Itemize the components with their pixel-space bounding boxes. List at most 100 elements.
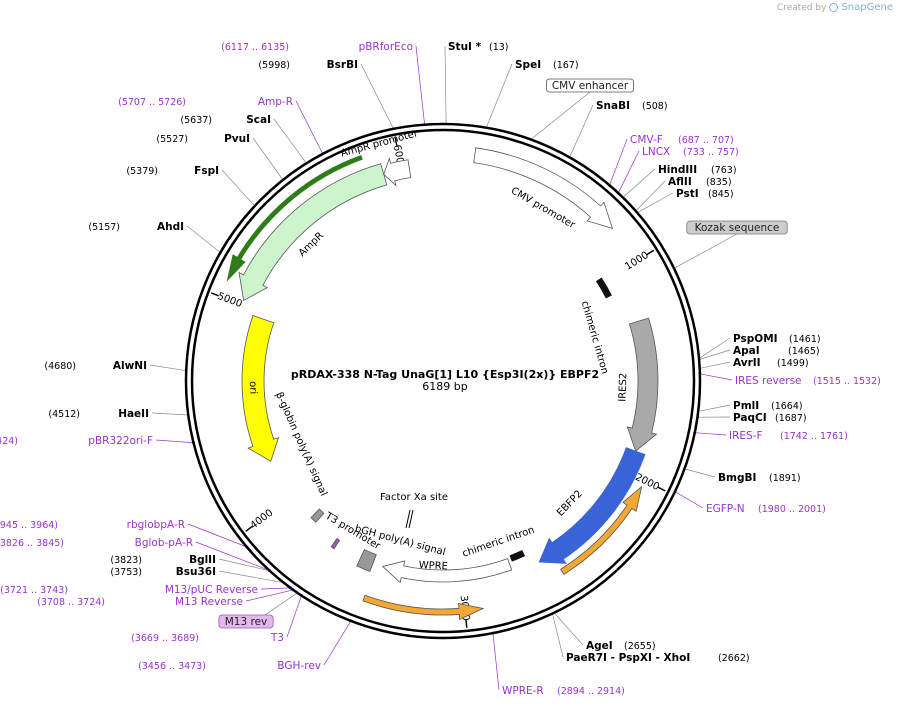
snapgene-logo-icon [829, 3, 838, 12]
feature-arc [627, 318, 658, 451]
site-position: (3753) [110, 567, 142, 578]
leader-line [493, 633, 499, 690]
leader-line [416, 46, 425, 125]
primer-name: LNCX [642, 146, 670, 158]
primer-range: (3826 .. 3845) [0, 538, 64, 549]
feature-arc [331, 539, 339, 549]
site-name: ApaI [733, 345, 760, 357]
leader-line [531, 92, 590, 139]
site-name: ScaI [246, 114, 271, 126]
leader-line [698, 405, 730, 411]
site-name: AlwNI [113, 360, 147, 372]
leader-line [287, 596, 302, 637]
primer-name: IRES-F [729, 430, 763, 442]
site-position: (1891) [769, 473, 801, 484]
tick-mark [658, 487, 665, 491]
leader-line [700, 374, 732, 380]
primer-range: (3456 .. 3473) [138, 661, 206, 672]
feature-arc [596, 278, 611, 298]
primer-range: (1515 .. 1532) [813, 376, 881, 387]
site-name: AgeI [586, 640, 613, 652]
primer-name: CMV-F [630, 134, 663, 146]
leader-line [253, 138, 283, 180]
leader-line [156, 440, 194, 443]
site-name: PmlI [733, 400, 759, 412]
site-position: (845) [708, 189, 734, 200]
site-position: (1687) [775, 413, 807, 424]
primer-name: BGH-rev [277, 660, 321, 672]
site-position: (1499) [777, 358, 809, 369]
leader-line [685, 469, 715, 477]
tick-label: 4000 [248, 507, 275, 531]
site-name: HaeII [118, 408, 149, 420]
leader-line [554, 613, 583, 645]
primer-name: EGFP-N [706, 503, 745, 515]
primer-range: (3945 .. 3964) [0, 520, 58, 531]
tick-label: 5000 [216, 291, 244, 310]
leader-line [570, 105, 593, 157]
primer-range: (6117 .. 6135) [221, 42, 289, 53]
feature-arc [384, 158, 411, 185]
leader-line [618, 151, 639, 193]
leader-line [296, 101, 323, 154]
leader-line [675, 492, 703, 508]
primer-name: Bglob-pA-R [135, 537, 193, 549]
site-name: PaeR7I - PspXI - XhoI [566, 652, 690, 664]
site-position: (3823) [110, 555, 142, 566]
site-name: PvuI [224, 133, 250, 145]
site-name: PaqCI [733, 412, 767, 424]
boxed-label: M13 rev [225, 616, 268, 628]
leader-line [486, 64, 512, 128]
leader-line [150, 365, 186, 371]
watermark-prefix: Created by [777, 3, 827, 13]
feature-label: β-globin poly(A) signal [273, 391, 329, 498]
site-name: AvrII [733, 357, 761, 369]
primer-range: (3669 .. 3689) [131, 633, 199, 644]
primer-range: (3708 .. 3724) [37, 597, 105, 608]
primer-name: rbglobpA-R [127, 519, 185, 531]
site-position: (763) [711, 165, 737, 176]
boxed-label: CMV enhancer [552, 80, 629, 92]
site-position: (1664) [771, 401, 803, 412]
feature-label: chimeric intron [461, 525, 536, 560]
feature-label: chimeric intron [579, 300, 610, 376]
primer-name: T3 [270, 632, 284, 644]
watermark-brand: SnapGene [841, 2, 893, 13]
site-position: (4680) [44, 361, 76, 372]
tick-mark [647, 250, 654, 254]
primer-name: pBRforEco [359, 41, 413, 53]
site-position: (5637) [180, 115, 212, 126]
site-position: (4512) [48, 409, 80, 420]
primer-range: (1742 .. 1761) [780, 431, 848, 442]
site-name: SpeI [515, 59, 541, 71]
primer-range: (3721 .. 3743) [0, 585, 68, 596]
leader-line [695, 433, 726, 435]
site-name: AflII [668, 176, 692, 188]
site-position: (2655) [624, 641, 656, 652]
primer-range: (733 .. 757) [683, 147, 739, 158]
primer-name: M13/pUC Reverse [165, 584, 258, 596]
site-name: Bsu36I [176, 566, 216, 578]
primer-name: WPRE-R [502, 685, 544, 697]
boxed-label: Kozak sequence [695, 222, 780, 234]
primer-name: M13 Reverse [175, 596, 243, 608]
feature-arc [474, 148, 613, 229]
site-position: (835) [706, 177, 732, 188]
primer-range: (1980 .. 2001) [758, 504, 826, 515]
misc-label: Factor Xa site [380, 492, 448, 503]
leader-line [636, 181, 665, 211]
site-name: PspOMI [733, 333, 778, 345]
site-position: (167) [553, 60, 579, 71]
site-position: (508) [642, 101, 668, 112]
tick-label: 1000 [623, 250, 650, 273]
primer-range: (687 .. 707) [678, 135, 734, 146]
leader-line [674, 234, 737, 268]
leader-line [552, 614, 563, 657]
leader-line [699, 338, 730, 359]
feature-label: WPRE [418, 560, 448, 573]
leader-line [361, 64, 394, 129]
site-name: StuI * [448, 41, 482, 53]
primer-range: (4405 .. 4424) [0, 436, 18, 447]
site-position: (5379) [126, 166, 158, 177]
